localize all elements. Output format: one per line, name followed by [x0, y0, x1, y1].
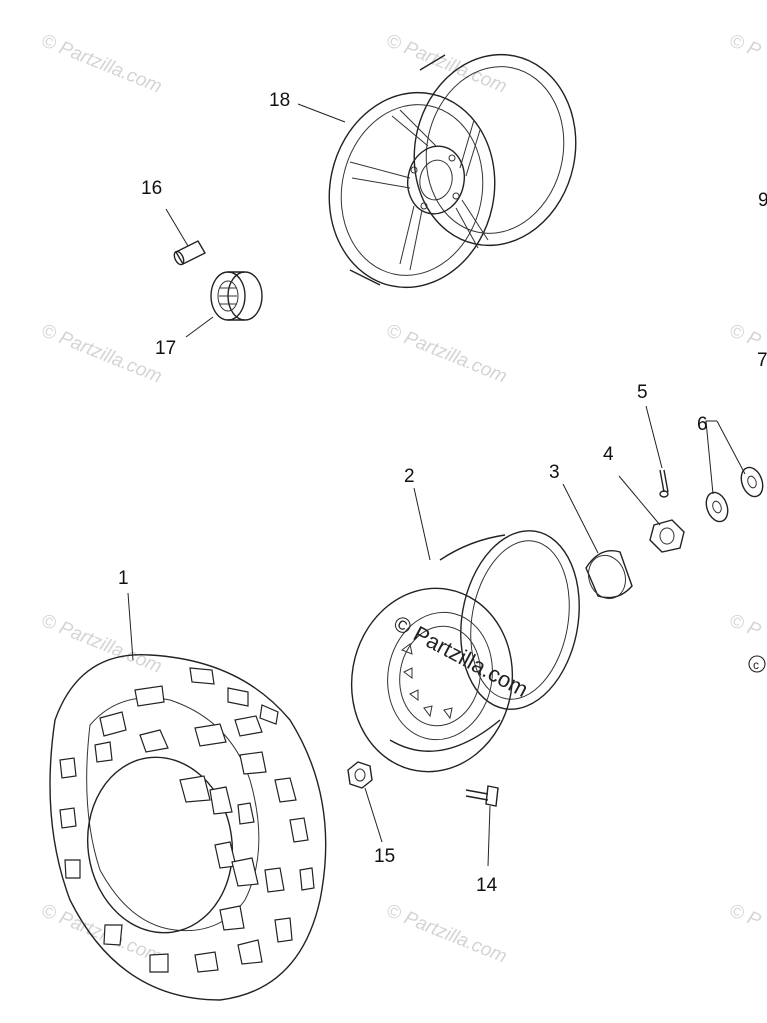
callout-15[interactable]: 15 — [374, 846, 395, 867]
watermark: © P — [726, 610, 764, 642]
part-3-cap[interactable] — [583, 550, 633, 604]
watermark: © P — [726, 320, 764, 352]
copyright-letter: c — [753, 658, 759, 672]
part-15-lug-nut[interactable] — [347, 761, 373, 789]
watermark: © Partzilla.com — [383, 30, 510, 97]
leader-lines — [127, 103, 746, 867]
callout-18[interactable]: 18 — [269, 90, 290, 111]
callout-2[interactable]: 2 — [404, 466, 415, 487]
watermarks: © Partzilla.com © Partzilla.com © Partzi… — [38, 30, 764, 967]
part-14-valve-stem[interactable] — [465, 785, 499, 807]
callout-4[interactable]: 4 — [603, 444, 614, 465]
part-2-wheel-rim[interactable] — [337, 521, 593, 784]
part-18-wheel-rim[interactable] — [311, 39, 593, 302]
watermark: © Partzilla.com — [38, 900, 165, 967]
callouts: 1 2 3 4 5 6 7 9 14 15 16 17 18 — [118, 90, 767, 896]
callout-14[interactable]: 14 — [476, 875, 498, 896]
callout-3[interactable]: 3 — [549, 462, 560, 483]
watermark: © Partzilla.com — [383, 900, 510, 967]
callout-9[interactable]: 9 — [758, 190, 767, 211]
part-5-cotter-pin[interactable] — [659, 469, 669, 498]
watermark: © Partzilla.com — [38, 30, 165, 97]
callout-7[interactable]: 7 — [757, 350, 767, 371]
callout-6[interactable]: 6 — [697, 414, 708, 435]
part-6-washers[interactable] — [702, 464, 766, 524]
callout-17[interactable]: 17 — [155, 338, 176, 359]
watermark: © Partzilla.com — [383, 320, 510, 387]
part-17-hub-cap[interactable] — [210, 271, 263, 321]
part-4-castle-nut[interactable] — [649, 519, 685, 553]
callout-5[interactable]: 5 — [637, 382, 648, 403]
watermark: © Partzilla.com — [38, 320, 165, 387]
callout-1[interactable]: 1 — [118, 568, 129, 589]
part-16-pin[interactable] — [172, 240, 206, 266]
callout-16[interactable]: 16 — [141, 178, 162, 199]
watermark: © P — [726, 900, 764, 932]
watermark: © P — [726, 30, 764, 62]
copyright-mark: c — [748, 655, 766, 673]
part-1-tire[interactable] — [49, 653, 327, 1001]
watermark: © Partzilla.com — [38, 610, 165, 677]
